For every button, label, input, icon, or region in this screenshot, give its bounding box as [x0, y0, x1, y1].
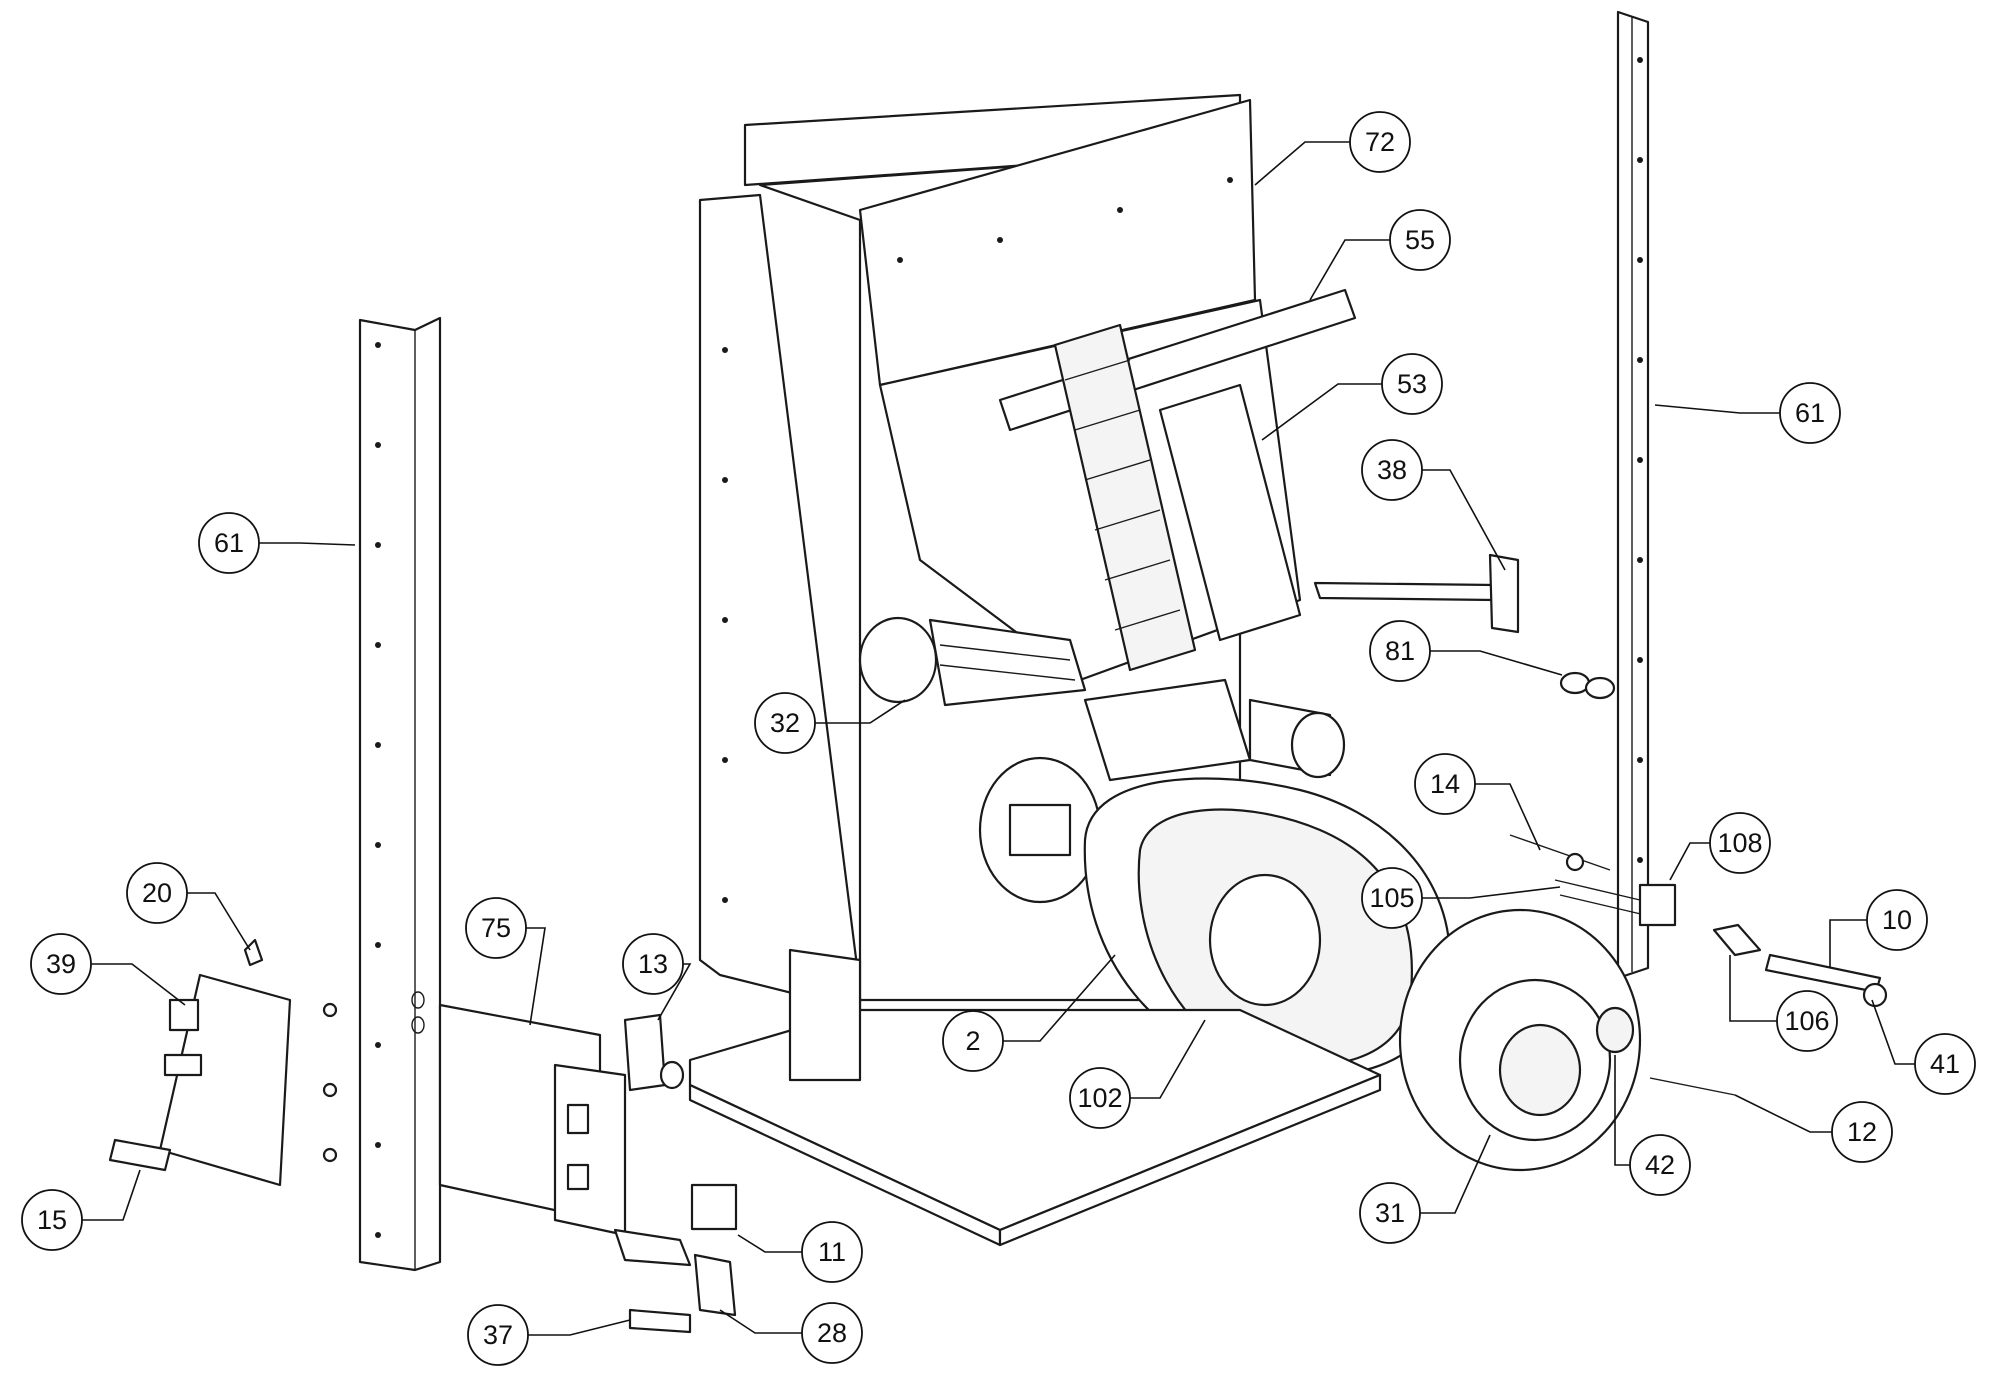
- base-pan: [688, 948, 1382, 1247]
- svg-text:108: 108: [1717, 828, 1762, 858]
- igniter-parts: [1509, 834, 1888, 1096]
- feed-motor: [858, 616, 1087, 707]
- callout-81[interactable]: 81: [1369, 620, 1431, 682]
- callout-28[interactable]: 28: [801, 1302, 863, 1364]
- leader-lines: [82, 141, 1915, 1336]
- blower-housing: [1083, 777, 1452, 1077]
- callout-15[interactable]: 15: [21, 1189, 83, 1251]
- svg-text:61: 61: [214, 528, 244, 558]
- callout-61-right[interactable]: 61: [1779, 382, 1841, 444]
- callout-53[interactable]: 53: [1381, 353, 1443, 415]
- parts-layer: [108, 10, 1888, 1334]
- callout-61-left[interactable]: 61: [198, 512, 260, 574]
- svg-text:55: 55: [1405, 225, 1435, 255]
- svg-text:15: 15: [37, 1205, 67, 1235]
- svg-text:105: 105: [1369, 883, 1414, 913]
- right-corner-post: [1616, 10, 1650, 980]
- svg-text:39: 39: [46, 949, 76, 979]
- access-opening: [978, 756, 1102, 904]
- callout-72[interactable]: 72: [1349, 111, 1411, 173]
- callout-75[interactable]: 75: [465, 897, 527, 959]
- callout-12[interactable]: 12: [1831, 1101, 1893, 1163]
- svg-text:20: 20: [142, 878, 172, 908]
- svg-text:53: 53: [1397, 369, 1427, 399]
- plug-caps: [1559, 671, 1616, 700]
- svg-text:10: 10: [1882, 905, 1912, 935]
- callout-105[interactable]: 105: [1361, 867, 1423, 929]
- callout-41[interactable]: 41: [1914, 1033, 1976, 1095]
- callout-2[interactable]: 2: [942, 1010, 1004, 1072]
- combustion-blower: [1398, 908, 1642, 1172]
- svg-text:41: 41: [1930, 1049, 1960, 1079]
- callout-10[interactable]: 10: [1866, 889, 1928, 951]
- callouts: 72 55 53 38 81 61 61 32 14 108 105 10 10…: [21, 111, 1976, 1366]
- callout-31[interactable]: 31: [1359, 1182, 1421, 1244]
- callout-20[interactable]: 20: [126, 862, 188, 924]
- baffle-plate: [1158, 383, 1302, 642]
- svg-text:12: 12: [1847, 1117, 1877, 1147]
- svg-text:37: 37: [483, 1320, 513, 1350]
- callout-106[interactable]: 106: [1776, 990, 1838, 1052]
- control-board: [108, 938, 338, 1187]
- svg-text:72: 72: [1365, 127, 1395, 157]
- svg-text:32: 32: [770, 708, 800, 738]
- svg-text:81: 81: [1385, 636, 1415, 666]
- svg-text:102: 102: [1077, 1083, 1122, 1113]
- svg-text:106: 106: [1784, 1006, 1829, 1036]
- callout-13[interactable]: 13: [622, 933, 684, 995]
- lid-bracket: [1313, 553, 1520, 634]
- svg-text:13: 13: [638, 949, 668, 979]
- svg-text:42: 42: [1645, 1150, 1675, 1180]
- left-corner-post: [358, 316, 442, 1272]
- electrical-bracket: [438, 1003, 738, 1334]
- svg-text:14: 14: [1430, 769, 1460, 799]
- callout-32[interactable]: 32: [754, 692, 816, 754]
- svg-text:31: 31: [1375, 1198, 1405, 1228]
- callout-14[interactable]: 14: [1414, 753, 1476, 815]
- svg-text:61: 61: [1795, 398, 1825, 428]
- callout-11[interactable]: 11: [801, 1221, 863, 1283]
- auger-assembly: [1053, 323, 1197, 672]
- svg-text:11: 11: [818, 1237, 846, 1267]
- callout-108[interactable]: 108: [1709, 812, 1771, 874]
- callout-55[interactable]: 55: [1389, 209, 1451, 271]
- svg-text:75: 75: [481, 913, 511, 943]
- callout-38[interactable]: 38: [1361, 439, 1423, 501]
- feed-tube: [1083, 678, 1346, 782]
- callout-39[interactable]: 39: [30, 933, 92, 995]
- callout-42[interactable]: 42: [1629, 1134, 1691, 1196]
- svg-text:2: 2: [965, 1026, 980, 1056]
- callout-102[interactable]: 102: [1069, 1067, 1131, 1129]
- svg-text:38: 38: [1377, 455, 1407, 485]
- svg-text:28: 28: [817, 1318, 847, 1348]
- callout-37[interactable]: 37: [467, 1304, 529, 1366]
